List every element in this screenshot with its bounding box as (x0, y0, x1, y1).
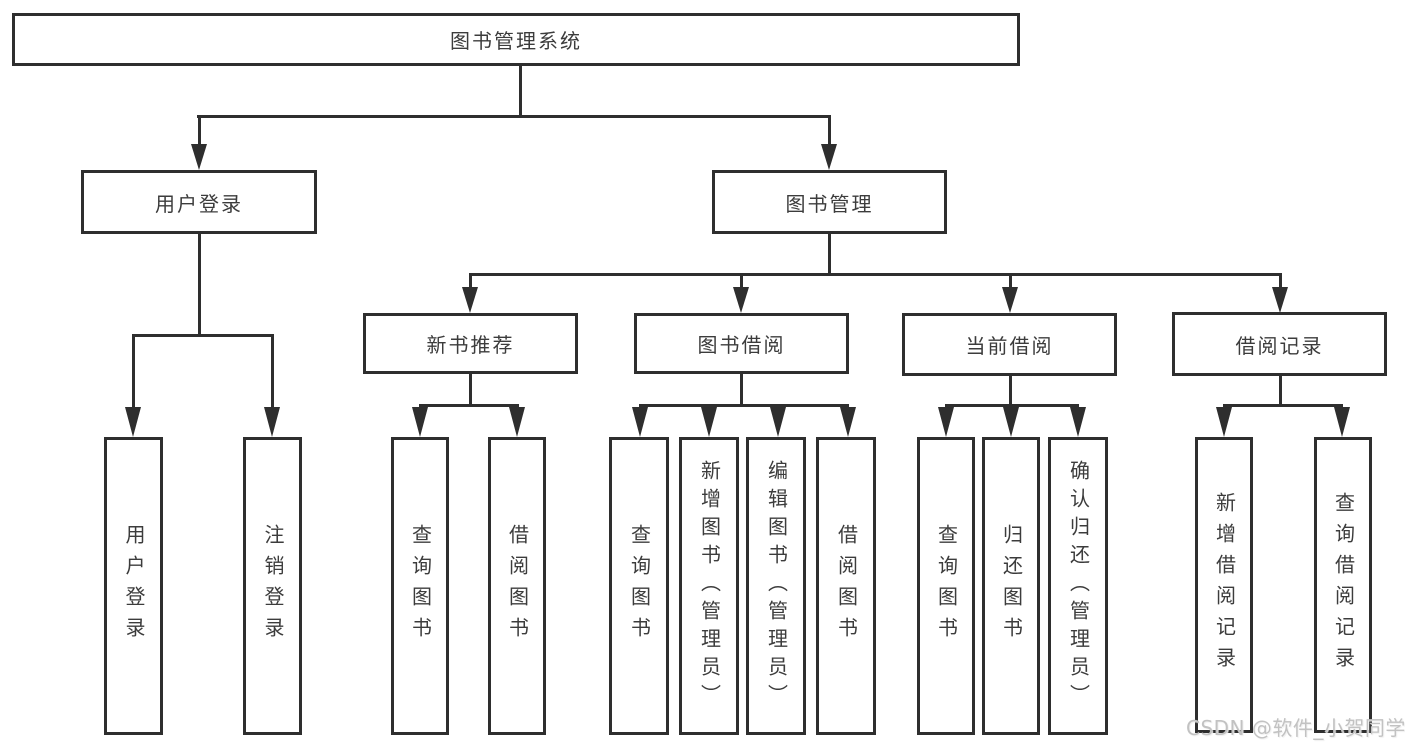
leaf-query-books-2: 查询图书 (609, 437, 669, 735)
connector-book-mgmt-vertical (828, 234, 831, 276)
leaf-return-books-label: 归还图书 (999, 524, 1024, 648)
arrow-down-borrow-books-1 (509, 407, 525, 437)
arrow-down-add-record (1216, 407, 1232, 437)
leaf-borrow-books-2: 借阅图书 (816, 437, 876, 735)
leaf-query-books-1-label: 查询图书 (408, 524, 433, 648)
leaf-logout-login: 注销登录 (243, 437, 302, 735)
leaf-query-borrow-record-label: 查询借阅记录 (1331, 492, 1356, 678)
node-user-login-label: 用户登录 (155, 191, 243, 216)
connector-newbook-horizontal (419, 404, 519, 407)
connector-stub-leaf-user-login (132, 334, 135, 412)
connector-current-horizontal (945, 404, 1079, 407)
leaf-query-books-3-label: 查询图书 (934, 524, 959, 648)
arrow-down-leaf-logout (264, 407, 280, 437)
leaf-borrow-books-1-label: 借阅图书 (505, 524, 530, 648)
connector-borrowing-horizontal (639, 404, 849, 407)
leaf-add-borrow-record: 新增借阅记录 (1195, 437, 1253, 733)
arrow-down-confirm-return (1070, 407, 1086, 437)
arrow-down-query-record (1334, 407, 1350, 437)
arrow-down-query-books-1 (412, 407, 428, 437)
connector-stub-borrowing-records (1279, 273, 1282, 290)
node-system-root: 图书管理系统 (12, 13, 1020, 66)
connector-records-vertical (1279, 376, 1282, 406)
connector-book-mgmt-horizontal (469, 273, 1281, 276)
node-user-login: 用户登录 (81, 170, 317, 234)
leaf-borrow-books-2-label: 借阅图书 (834, 524, 859, 648)
connector-newbook-vertical (469, 374, 472, 406)
arrow-down-user-login (191, 144, 207, 170)
node-book-borrowing-label: 图书借阅 (697, 333, 786, 357)
node-book-management: 图书管理 (712, 170, 947, 234)
leaf-return-books: 归还图书 (982, 437, 1040, 735)
connector-stub-leaf-logout (271, 334, 274, 412)
arrow-down-current-borrowing (1002, 287, 1018, 313)
node-book-borrowing: 图书借阅 (634, 313, 849, 374)
csdn-watermark: CSDN @软件_小贺同学 (1186, 716, 1405, 740)
arrow-down-edit-books (770, 407, 786, 437)
arrow-down-book-borrowing (733, 287, 749, 313)
connector-root-vertical (519, 66, 522, 117)
node-borrowing-records-label: 借阅记录 (1235, 333, 1324, 358)
connector-stub-current-borrowing (1009, 273, 1012, 290)
connector-current-vertical (1009, 376, 1012, 406)
node-new-book-recommend: 新书推荐 (363, 313, 578, 374)
node-current-borrowing: 当前借阅 (902, 313, 1117, 376)
leaf-query-borrow-record: 查询借阅记录 (1314, 437, 1372, 733)
leaf-query-books-1: 查询图书 (391, 437, 449, 735)
leaf-edit-books-admin: 编辑图书（管理员） (746, 437, 806, 735)
connector-stub-new-book (469, 273, 472, 290)
leaf-user-login: 用户登录 (104, 437, 163, 735)
arrow-down-leaf-user-login (125, 407, 141, 437)
arrow-down-return-books (1003, 407, 1019, 437)
connector-stub-book-borrowing (740, 273, 743, 290)
node-borrowing-records: 借阅记录 (1172, 312, 1387, 376)
connector-stub-book-management (828, 115, 831, 145)
connector-root-horizontal (197, 115, 831, 118)
node-system-root-label: 图书管理系统 (450, 29, 582, 53)
connector-user-login-vertical (198, 234, 201, 336)
leaf-user-login-label: 用户登录 (122, 524, 146, 648)
node-new-book-recommend-label: 新书推荐 (426, 333, 515, 357)
arrow-down-book-management (821, 144, 837, 170)
leaf-logout-login-label: 注销登录 (261, 524, 285, 648)
arrow-down-new-book (462, 287, 478, 313)
leaf-confirm-return-admin: 确认归还（管理员） (1048, 437, 1108, 735)
leaf-confirm-return-admin-label: 确认归还（管理员） (1066, 460, 1091, 712)
leaf-query-books-3: 查询图书 (917, 437, 975, 735)
leaf-borrow-books-1: 借阅图书 (488, 437, 546, 735)
arrow-down-query-books-3 (938, 407, 954, 437)
connector-records-horizontal (1223, 404, 1343, 407)
leaf-query-books-2-label: 查询图书 (627, 524, 652, 648)
node-current-borrowing-label: 当前借阅 (965, 334, 1054, 358)
arrow-down-borrow-books-2 (840, 407, 856, 437)
arrow-down-add-books (701, 407, 717, 437)
node-book-management-label: 图书管理 (785, 191, 874, 216)
leaf-add-borrow-record-label: 新增借阅记录 (1212, 492, 1237, 678)
connector-stub-user-login (198, 115, 201, 145)
leaf-edit-books-admin-label: 编辑图书（管理员） (764, 460, 789, 712)
arrow-down-query-books-2 (632, 407, 648, 437)
connector-user-login-horizontal (132, 334, 273, 337)
arrow-down-borrowing-records (1272, 287, 1288, 313)
connector-borrowing-vertical (740, 374, 743, 406)
leaf-add-books-admin-label: 新增图书（管理员） (697, 460, 722, 712)
leaf-add-books-admin: 新增图书（管理员） (679, 437, 739, 735)
